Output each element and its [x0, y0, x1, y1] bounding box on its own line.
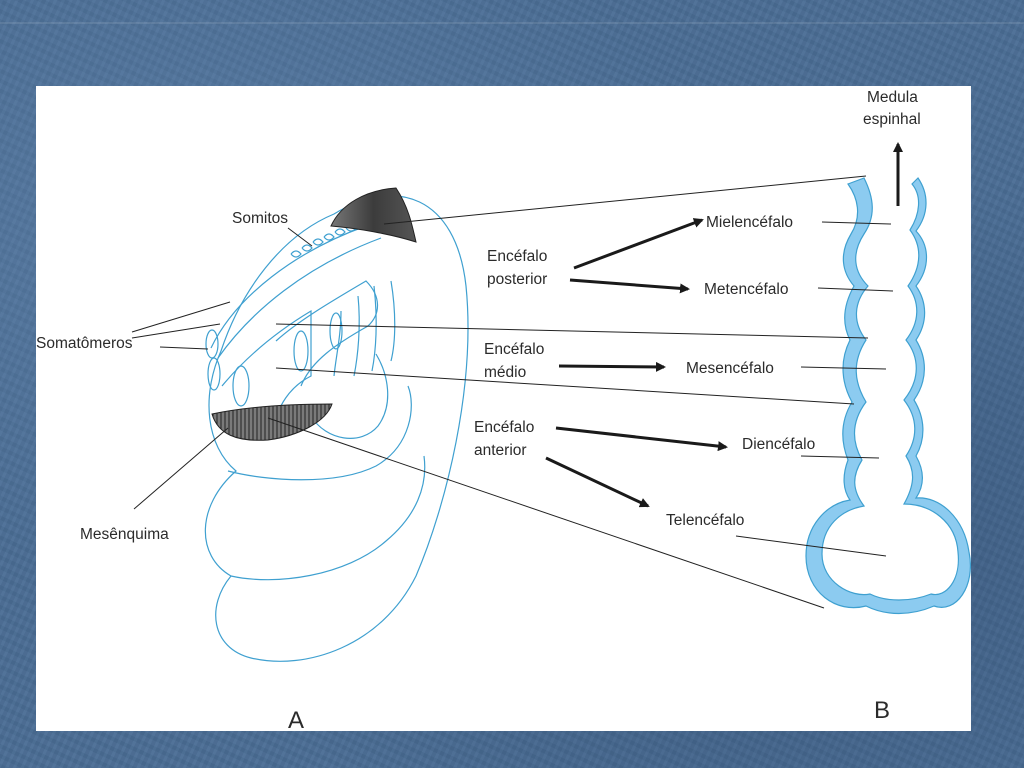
- label-diencefalo: Diencéfalo: [742, 436, 815, 453]
- label-anterior-line2: anterior: [474, 442, 527, 459]
- pharyngeal-ridge-1: [333, 310, 342, 377]
- embryo-lower-lobe: [230, 455, 426, 581]
- label-telencefalo: Telencéfalo: [666, 512, 744, 529]
- label-mesenquima: Mesênquima: [80, 526, 169, 543]
- neural-tube-cross-section: [330, 187, 417, 243]
- somite-3: [312, 238, 324, 246]
- embryo-neural-fold: [210, 225, 367, 349]
- neural-tube-figure: [805, 177, 971, 615]
- somatomere-2: [207, 357, 221, 391]
- somite-4: [323, 233, 335, 241]
- embryo-neural-fold-2: [217, 237, 382, 359]
- connector-lines: [131, 175, 894, 609]
- label-mielencefalo: Mielencéfalo: [706, 214, 793, 231]
- label-medio-line1: Encéfalo: [484, 341, 544, 358]
- diagram-panel: Somitos Somatômeros Mesênquima Medula es…: [36, 86, 971, 731]
- neural-tube-wall: [805, 177, 971, 615]
- pharyngeal-ridge-4: [390, 280, 396, 362]
- label-posterior-line2: posterior: [487, 271, 547, 288]
- embryo-figure: [204, 195, 469, 662]
- label-medula-line1: Medula: [867, 89, 918, 106]
- leader-mesencefalo: [800, 366, 887, 370]
- somatomere-3: [232, 365, 250, 407]
- somatomere-5: [329, 312, 343, 350]
- leader-somitos: [287, 227, 313, 247]
- label-metencefalo: Metencéfalo: [704, 281, 788, 298]
- label-mesencefalo: Mesencéfalo: [686, 360, 774, 377]
- embryo-outer-outline: [204, 195, 469, 662]
- connector-mesenchyme-to-tube: [267, 417, 825, 609]
- embryo-body-curve: [227, 385, 412, 481]
- label-somitos: Somitos: [232, 210, 288, 227]
- leader-diencefalo: [800, 455, 880, 459]
- arrow-anterior-to-telencefalo: [545, 456, 650, 508]
- arrow-anterior-to-diencefalo: [555, 426, 728, 452]
- pharyngeal-ridge-3: [371, 285, 377, 372]
- leader-mesenquima: [133, 427, 229, 510]
- connector-cap-to-tube: [383, 175, 867, 225]
- leader-somatomeros-2: [131, 323, 221, 339]
- arrow-posterior-to-metencefalo: [569, 278, 690, 294]
- pharyngeal-ridge-2: [353, 295, 360, 377]
- arrow-posterior-to-mielencefalo: [573, 218, 704, 270]
- arrows: [545, 142, 903, 508]
- embryo-diagram: Somitos Somatômeros Mesênquima Medula es…: [36, 89, 971, 731]
- leader-somatomeros-3: [159, 346, 209, 350]
- embryo-inner-groove: [275, 280, 379, 387]
- label-somatomeros: Somatômeros: [36, 335, 133, 352]
- embryo-inner-curve-1: [310, 353, 389, 439]
- leader-telencefalo: [735, 535, 887, 557]
- connector-mid-1: [275, 323, 869, 339]
- somatomere-4: [293, 330, 309, 372]
- label-medula-line2: espinhal: [863, 111, 921, 128]
- somite-2: [301, 244, 313, 252]
- mesenchyme-section: [211, 403, 333, 441]
- labels: Somitos Somatômeros Mesênquima Medula es…: [36, 89, 921, 731]
- label-medio-line2: médio: [484, 364, 526, 381]
- label-posterior-line1: Encéfalo: [487, 248, 547, 265]
- somite-1: [290, 250, 302, 258]
- connector-mid-2: [275, 367, 855, 405]
- arrow-medio-to-mesencefalo: [558, 361, 666, 372]
- label-panel-a: A: [288, 707, 304, 731]
- slide-decor-line: [0, 22, 1024, 24]
- label-anterior-line1: Encéfalo: [474, 419, 534, 436]
- leader-mielencefalo: [821, 221, 892, 225]
- leader-metencefalo: [817, 287, 894, 292]
- label-panel-b: B: [874, 697, 890, 724]
- leader-somatomeros-1: [131, 301, 231, 333]
- somite-5: [334, 228, 346, 236]
- somatomere-1: [205, 329, 219, 359]
